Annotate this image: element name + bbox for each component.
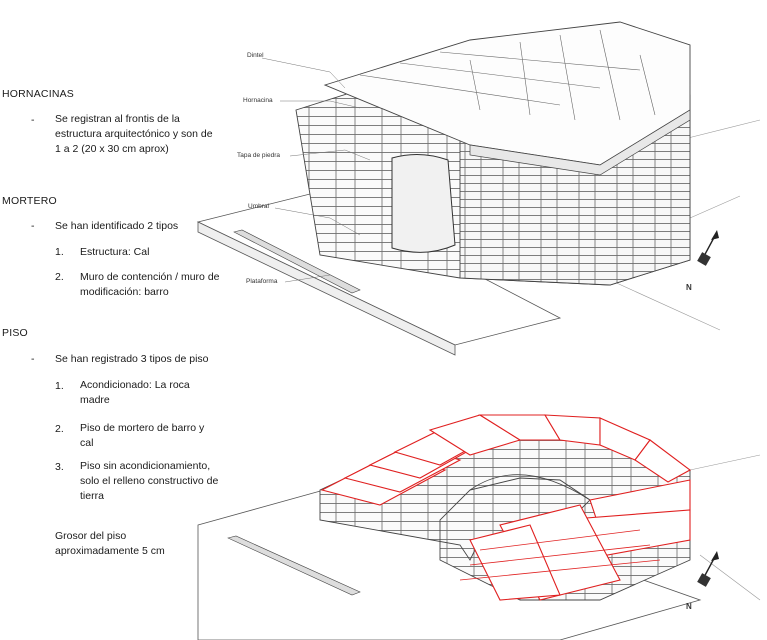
list-item: Piso sin acondicionamiento, solo el rell…: [80, 460, 219, 502]
list-number: 1.: [55, 246, 64, 258]
heading-hornacinas: HORNACINAS: [2, 88, 75, 100]
bullet-dash: -: [31, 114, 35, 126]
north-arrow-icon: [697, 230, 719, 266]
heading-mortero: MORTERO: [2, 195, 57, 207]
label-umbral: Umbral: [248, 203, 269, 210]
floor-thickness-note: Grosor del piso aproximadamente 5 cm: [55, 530, 165, 557]
list-number: 3.: [55, 461, 64, 473]
bullet-dash: -: [31, 220, 35, 232]
list-number: 1.: [55, 380, 64, 392]
label-dintel: Dintel: [247, 52, 264, 59]
north-arrow-icon: [697, 551, 719, 587]
list-number: 2.: [55, 423, 64, 435]
mortero-description: Se han identificado 2 tipos: [55, 220, 179, 232]
label-plataforma: Plataforma: [246, 278, 278, 285]
list-item: Acondicionado: La roca madre: [80, 379, 190, 406]
list-item: Estructura: Cal: [80, 246, 150, 258]
top-structure-diagram: [196, 21, 761, 356]
bottom-floor-plan-diagram: [197, 414, 761, 640]
label-tapa-de-piedra: Tapa de piedra: [237, 152, 281, 159]
north-label: N: [686, 283, 692, 292]
piso-description: Se han registrado 3 tipos de piso: [55, 353, 209, 365]
hornacinas-description: Se registran al frontis de la estructura…: [55, 113, 213, 155]
label-hornacina: Hornacina: [243, 97, 273, 104]
list-number: 2.: [55, 271, 64, 283]
bullet-dash: -: [31, 353, 35, 365]
heading-piso: PISO: [2, 327, 28, 339]
list-item: Muro de contención / muro de modificació…: [80, 271, 220, 298]
list-item: Piso de mortero de barro y cal: [80, 422, 205, 449]
north-label: N: [686, 602, 692, 611]
